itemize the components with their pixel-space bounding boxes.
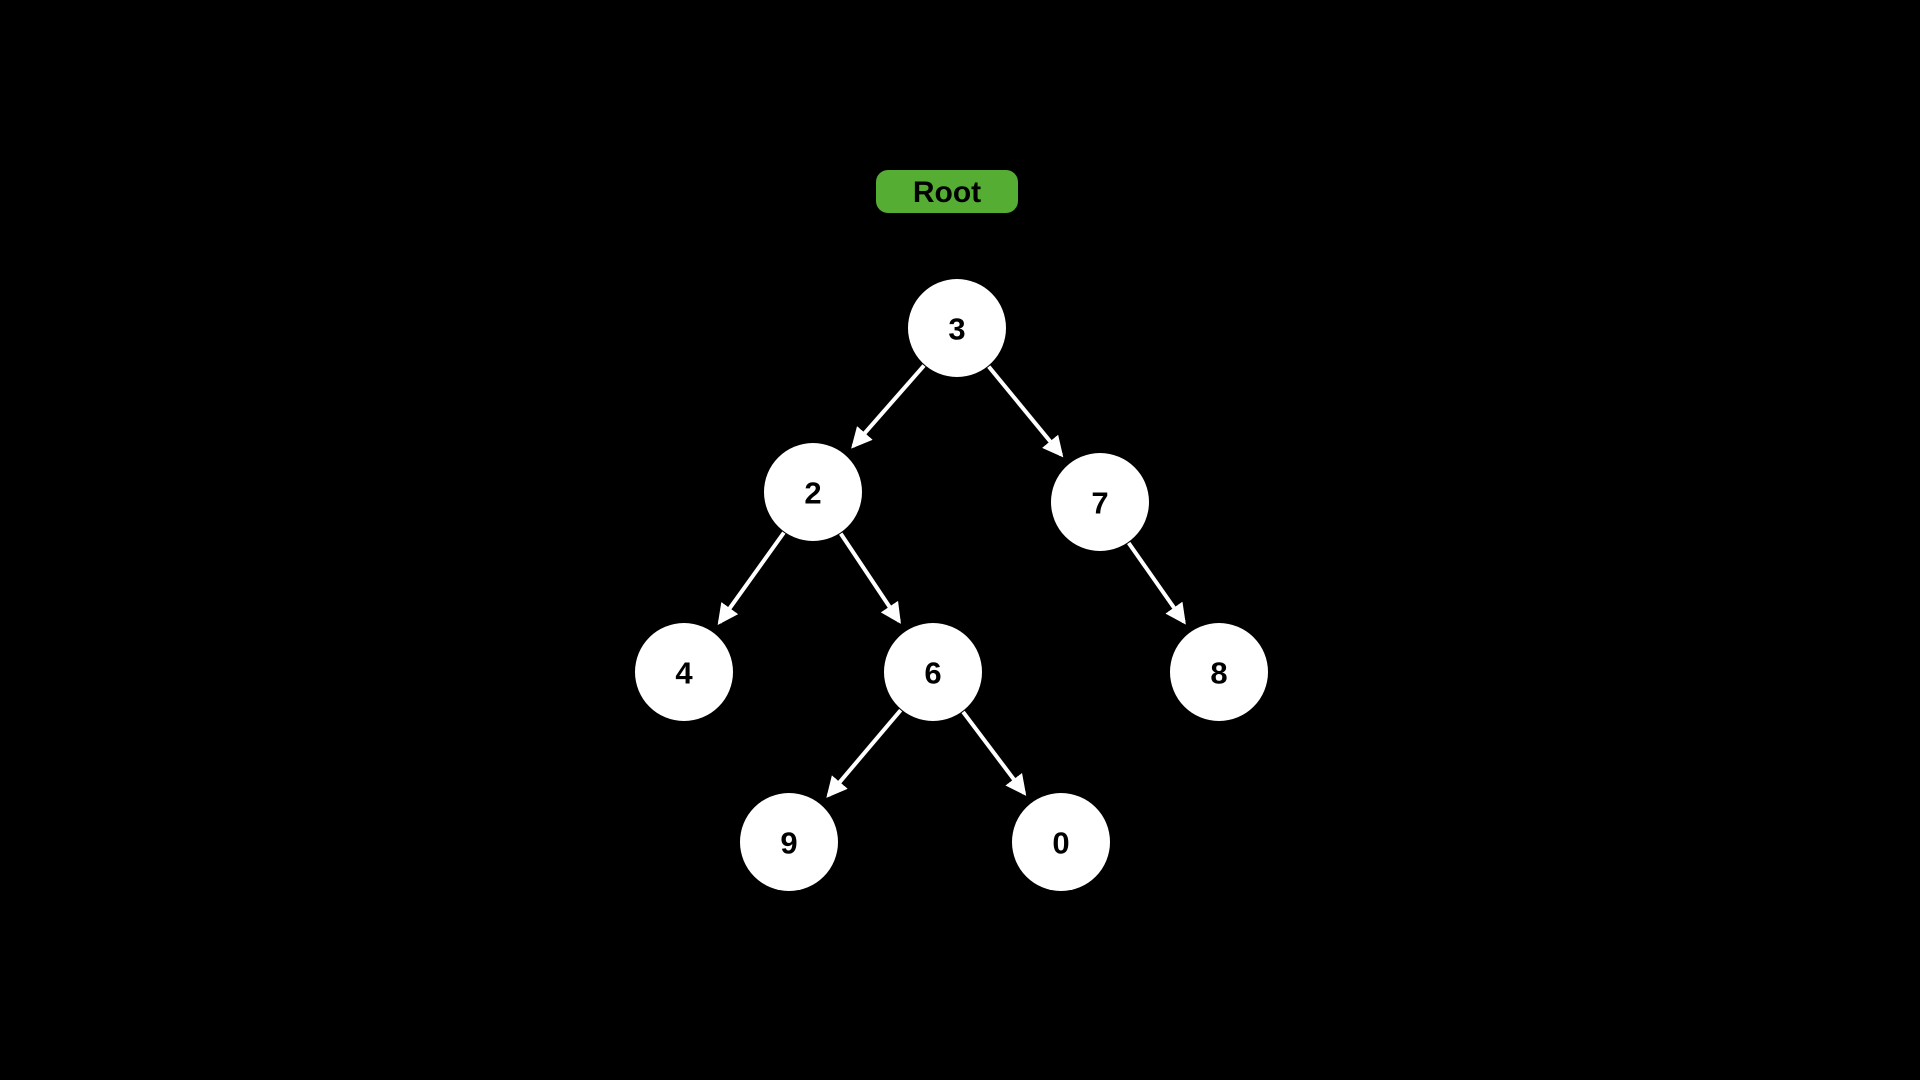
root-badge-layer: Root xyxy=(876,170,1018,213)
tree-edge-3-to-7 xyxy=(987,365,1064,458)
tree-node-6[interactable]: 6 xyxy=(884,623,982,721)
tree-edge-2-to-6 xyxy=(839,532,901,624)
tree-node-circle-2[interactable] xyxy=(764,443,862,541)
tree-edge-2-to-4 xyxy=(717,531,786,626)
tree-node-9[interactable]: 9 xyxy=(740,793,838,891)
tree-node-label-8: 8 xyxy=(1210,656,1227,691)
tree-node-circle-4[interactable] xyxy=(635,623,733,721)
root-badge[interactable]: Root xyxy=(876,170,1018,213)
tree-node-2[interactable]: 2 xyxy=(764,443,862,541)
tree-edge-3-to-2 xyxy=(851,364,926,449)
root-badge-label: Root xyxy=(913,176,981,209)
edges-layer xyxy=(717,364,1186,798)
tree-edge-6-to-9 xyxy=(826,708,903,798)
tree-node-label-0: 0 xyxy=(1052,826,1069,861)
tree-node-label-7: 7 xyxy=(1091,486,1108,521)
tree-edge-7-to-8 xyxy=(1127,541,1186,625)
nodes-layer: 3 2 7 4 6 8 9 0 xyxy=(635,279,1268,891)
tree-node-label-9: 9 xyxy=(780,826,797,861)
tree-node-circle-6[interactable] xyxy=(884,623,982,721)
tree-node-label-2: 2 xyxy=(804,476,821,511)
tree-node-3[interactable]: 3 xyxy=(908,279,1006,377)
tree-node-circle-8[interactable] xyxy=(1170,623,1268,721)
tree-node-circle-3[interactable] xyxy=(908,279,1006,377)
tree-node-8[interactable]: 8 xyxy=(1170,623,1268,721)
tree-node-label-4: 4 xyxy=(675,656,693,691)
tree-node-circle-9[interactable] xyxy=(740,793,838,891)
tree-node-4[interactable]: 4 xyxy=(635,623,733,721)
tree-node-circle-0[interactable] xyxy=(1012,793,1110,891)
root-badge-background[interactable] xyxy=(876,170,1018,213)
tree-node-label-6: 6 xyxy=(924,656,941,691)
tree-node-circle-7[interactable] xyxy=(1051,453,1149,551)
tree-node-label-3: 3 xyxy=(948,312,965,347)
tree-node-0[interactable]: 0 xyxy=(1012,793,1110,891)
tree-node-7[interactable]: 7 xyxy=(1051,453,1149,551)
tree-edge-6-to-0 xyxy=(961,710,1027,796)
